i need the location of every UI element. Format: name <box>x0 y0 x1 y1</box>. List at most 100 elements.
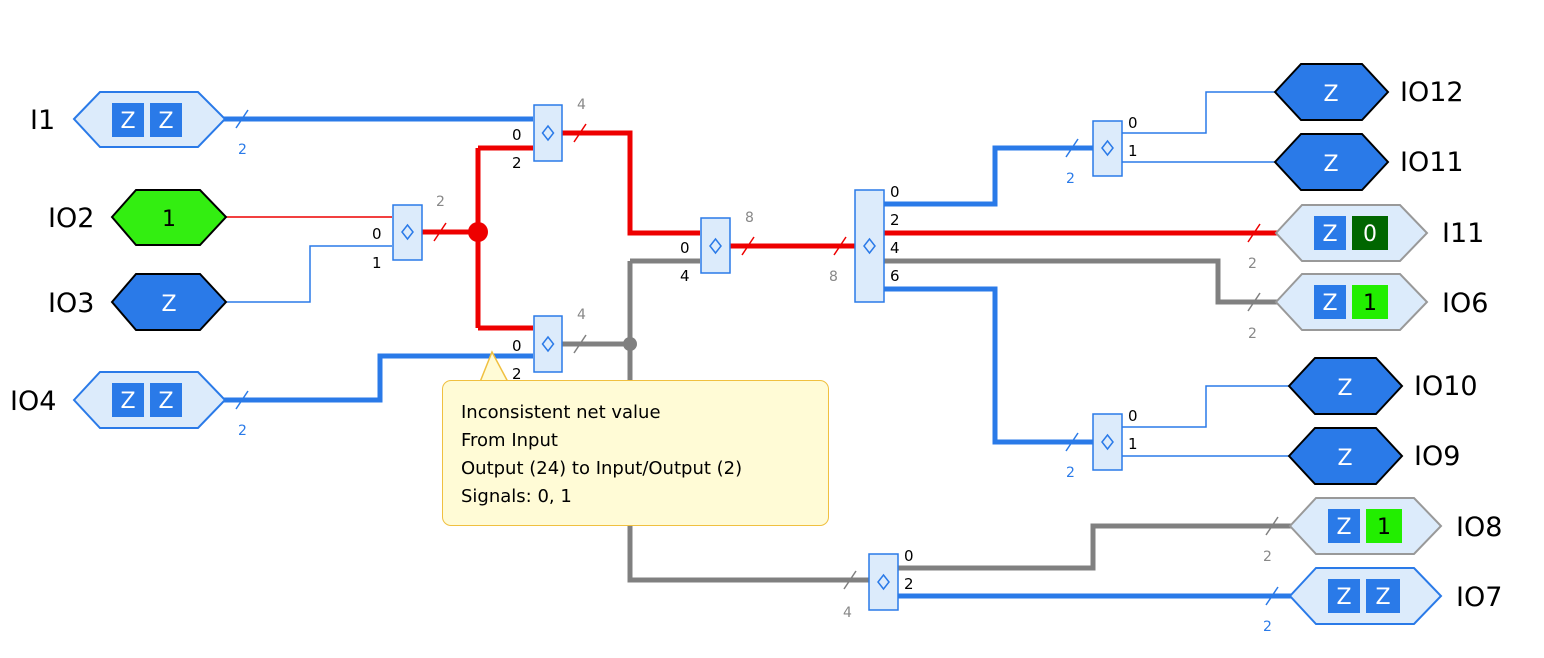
splitters: 0 1 0 2 0 2 0 4 0 2 4 <box>372 104 1138 611</box>
pin-value: Z <box>1336 585 1351 610</box>
splitter-io8-io7[interactable]: 0 2 <box>868 547 914 611</box>
pin-value: Z <box>120 109 135 134</box>
splitter-io10-io9[interactable]: 0 1 <box>1092 407 1138 471</box>
port-label: 2 <box>512 154 522 172</box>
width-label-s1: 2 <box>436 194 445 210</box>
port-label: 0 <box>512 337 522 355</box>
pin-io8[interactable]: Z 1 IO8 <box>1288 497 1502 555</box>
pin-label: IO6 <box>1442 288 1488 319</box>
port-label: 4 <box>680 267 690 285</box>
port-label: 0 <box>1128 407 1138 425</box>
pin-label: IO3 <box>48 288 94 319</box>
splitter-io2-io3[interactable]: 0 1 <box>372 204 423 272</box>
width-label-i1: 2 <box>238 142 247 158</box>
width-label-s-io10: 2 <box>1066 465 1075 481</box>
pin-io4[interactable]: Z Z IO4 <box>10 371 227 429</box>
pin-io6[interactable]: Z 1 IO6 <box>1274 273 1488 331</box>
pin-i11[interactable]: Z 0 I11 <box>1274 204 1484 262</box>
wire-io8[interactable] <box>898 523 1292 571</box>
splitter-io12-io11[interactable]: 0 1 <box>1092 114 1138 177</box>
bus-ticks <box>235 109 1279 606</box>
splitter-mid[interactable]: 0 4 <box>680 217 731 285</box>
pin-value: Z <box>158 389 173 414</box>
wire-big-6[interactable] <box>884 286 1093 445</box>
width-label-s-mid: 8 <box>745 210 754 226</box>
pin-io3[interactable]: Z IO3 <box>48 273 228 331</box>
pin-value: Z <box>1322 291 1337 316</box>
width-label-io7: 2 <box>1263 619 1272 635</box>
width-label-s-big: 8 <box>829 269 838 285</box>
pin-label: IO12 <box>1400 77 1464 108</box>
splitter-big[interactable]: 0 2 4 6 <box>854 183 900 303</box>
port-label: 1 <box>1128 142 1138 160</box>
wire-io4[interactable] <box>224 353 533 403</box>
pin-io2[interactable]: 1 IO2 <box>48 189 228 246</box>
port-label: 0 <box>1128 114 1138 132</box>
pin-value: Z <box>1337 446 1352 471</box>
width-label-io6: 2 <box>1248 326 1257 342</box>
tooltip-line: Inconsistent net value <box>461 402 661 423</box>
pin-value: Z <box>1336 515 1351 540</box>
pin-value: 1 <box>162 207 176 232</box>
wire-big-0[interactable] <box>884 145 1093 207</box>
wire-top-to-mid[interactable] <box>562 130 700 236</box>
tooltip-line: Output (24) to Input/Output (2) <box>461 458 743 479</box>
width-label-io8: 2 <box>1263 549 1272 565</box>
pin-io9[interactable]: Z IO9 <box>1287 427 1460 485</box>
width-label-i11: 2 <box>1248 256 1257 272</box>
right-pins: Z IO12 Z IO11 Z 0 I11 Z 1 IO6 <box>1273 63 1502 625</box>
port-label: 2 <box>890 211 900 229</box>
pin-label: IO9 <box>1414 441 1460 472</box>
pin-io11[interactable]: Z IO11 <box>1273 133 1464 191</box>
width-label-s-bottom: 4 <box>577 307 586 323</box>
port-label: 4 <box>890 239 900 257</box>
pin-label: IO8 <box>1456 512 1502 543</box>
wire-io12[interactable] <box>1122 91 1276 134</box>
tooltip-tail <box>479 350 509 384</box>
pin-value: Z <box>1337 376 1352 401</box>
tooltip-line: Signals: 0, 1 <box>461 486 572 507</box>
wire-big-4[interactable] <box>884 258 1278 305</box>
pin-label: IO11 <box>1400 147 1464 178</box>
left-pins: Z Z I1 1 IO2 Z IO3 Z Z IO4 <box>10 91 228 429</box>
port-label: 6 <box>890 267 900 285</box>
port-label: 0 <box>904 547 914 565</box>
junction-red <box>468 222 488 242</box>
pin-label: I1 <box>30 105 55 136</box>
pin-io12[interactable]: Z IO12 <box>1273 63 1464 121</box>
pin-label: IO7 <box>1456 582 1502 613</box>
pin-value: 0 <box>1363 222 1377 247</box>
wire-bottom-out[interactable] <box>562 258 869 583</box>
wire-io10[interactable] <box>1122 385 1290 428</box>
pin-value: 1 <box>1377 515 1391 540</box>
width-label-s-io8: 4 <box>843 605 852 621</box>
pin-value: 1 <box>1363 291 1377 316</box>
pin-value: Z <box>120 389 135 414</box>
junction-gray <box>623 337 637 351</box>
bus-width-labels: 2 2 2 4 4 8 8 2 2 2 2 2 2 4 <box>238 97 1272 635</box>
port-label: 0 <box>680 239 690 257</box>
pin-value: Z <box>158 109 173 134</box>
splitter-bottom[interactable]: 0 2 <box>512 315 563 383</box>
tooltip-line: From Input <box>461 430 558 451</box>
pin-value: Z <box>161 292 176 317</box>
port-label: 0 <box>890 183 900 201</box>
port-label: 2 <box>904 575 914 593</box>
wire-io3[interactable] <box>226 245 392 303</box>
pin-io10[interactable]: Z IO10 <box>1287 357 1478 415</box>
pin-label: IO4 <box>10 386 56 417</box>
pin-label: I11 <box>1442 218 1484 249</box>
port-label: 1 <box>1128 435 1138 453</box>
pin-value: Z <box>1322 222 1337 247</box>
pin-value: Z <box>1323 82 1338 107</box>
port-label: 2 <box>512 365 522 383</box>
pin-value: Z <box>1323 152 1338 177</box>
splitter-top[interactable]: 0 2 <box>512 104 563 172</box>
pin-io7[interactable]: Z Z IO7 <box>1288 567 1502 625</box>
port-label: 0 <box>372 225 382 243</box>
error-tooltip: Inconsistent net value From Input Output… <box>442 380 829 526</box>
width-label-io4: 2 <box>238 423 247 439</box>
pin-i1[interactable]: Z Z I1 <box>30 91 227 148</box>
port-label: 0 <box>512 126 522 144</box>
pin-value: Z <box>1375 585 1390 610</box>
